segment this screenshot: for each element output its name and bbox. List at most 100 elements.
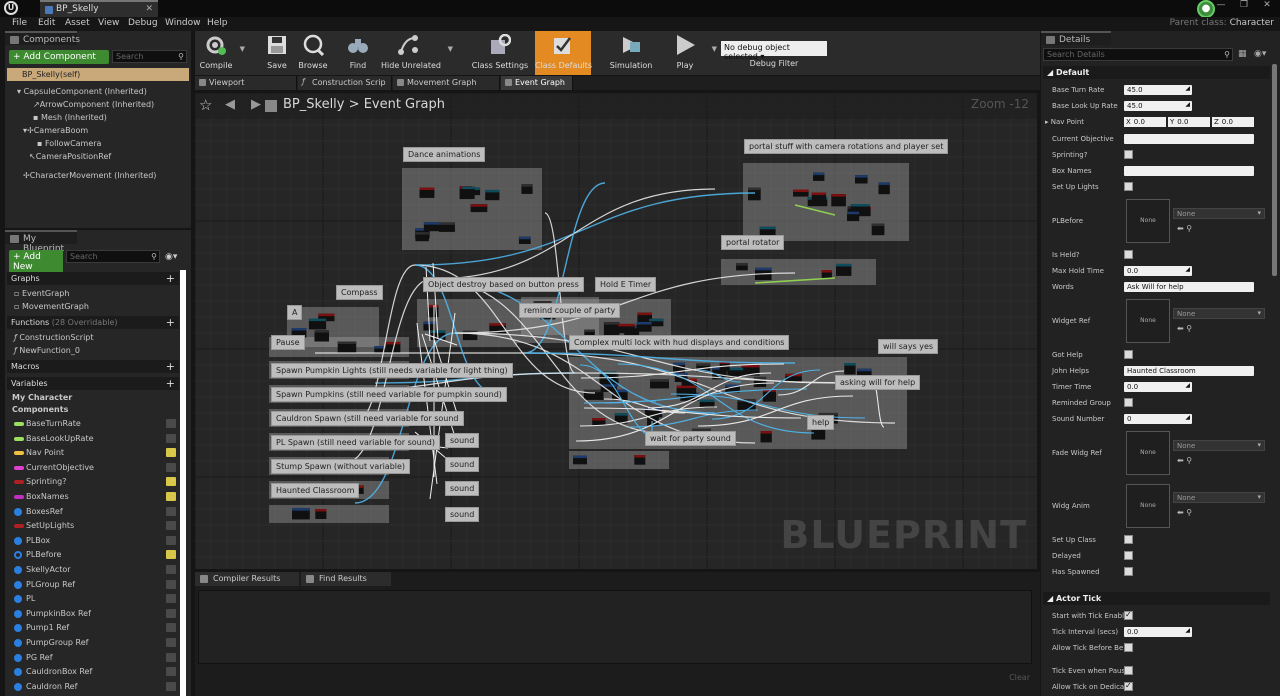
- section-macros[interactable]: Macros+: [7, 360, 179, 373]
- menu-window[interactable]: Window: [165, 18, 201, 28]
- components-search-input[interactable]: Search⚲: [112, 50, 187, 63]
- john-helps-input[interactable]: Haunted Classroom: [1124, 366, 1254, 376]
- visibility-eye-icon[interactable]: [166, 433, 176, 443]
- visibility-eye-icon[interactable]: [166, 462, 176, 472]
- blueprint-scrollbar[interactable]: [180, 270, 186, 696]
- visibility-eye-icon[interactable]: [166, 506, 176, 516]
- add-new-button[interactable]: + Add New: [9, 250, 63, 274]
- visibility-eye-icon[interactable]: [166, 667, 176, 677]
- tab-viewport[interactable]: Viewport: [195, 76, 297, 90]
- comment-label[interactable]: sound: [445, 457, 480, 472]
- section-default[interactable]: ◢ Default: [1043, 66, 1270, 79]
- details-search-input[interactable]: Search Details⚲: [1043, 48, 1233, 61]
- menu-asset[interactable]: Asset: [65, 18, 90, 28]
- is-held-checkbox[interactable]: [1124, 250, 1133, 259]
- comment-label[interactable]: Cauldron Spawn (still need variable for …: [271, 411, 464, 426]
- blueprint-search-input[interactable]: Search⚲: [66, 250, 160, 263]
- reminded-group-checkbox[interactable]: [1124, 398, 1133, 407]
- comment-label[interactable]: Stump Spawn (without variable): [271, 459, 411, 474]
- variable-item[interactable]: PumpGroup Ref: [14, 637, 178, 650]
- save-button[interactable]: Save: [261, 31, 293, 75]
- section-variables[interactable]: Variables+: [7, 377, 179, 390]
- clear-button[interactable]: Clear: [1009, 673, 1030, 682]
- variable-item[interactable]: CurrentObjective: [14, 462, 178, 475]
- visibility-eye-icon[interactable]: [166, 419, 176, 428]
- variable-item[interactable]: CauldronBox Ref: [14, 666, 178, 679]
- category-components[interactable]: Components: [12, 404, 176, 417]
- view-options-icon[interactable]: ◉▾: [1254, 49, 1267, 59]
- comment-label[interactable]: Object destroy based on button press: [423, 277, 584, 292]
- comment-label[interactable]: will says yes: [878, 339, 939, 354]
- set-up-lights-checkbox[interactable]: [1124, 182, 1133, 191]
- visibility-eye-icon[interactable]: [166, 594, 176, 604]
- add-graph-icon[interactable]: +: [165, 272, 175, 285]
- sprinting-checkbox[interactable]: [1124, 150, 1133, 159]
- menu-file[interactable]: File: [12, 18, 28, 28]
- component-charactermovement[interactable]: ✢CharacterMovement (Inherited): [23, 171, 157, 180]
- comment-label[interactable]: Compass: [336, 285, 383, 300]
- tab-event-graph[interactable]: Event Graph: [501, 76, 573, 90]
- simulation-button[interactable]: Simulation: [609, 31, 653, 75]
- component-followcamera[interactable]: ▪ FollowCamera: [37, 139, 102, 148]
- tick-interval-input[interactable]: 0.0◢: [1124, 627, 1192, 637]
- component-arrow[interactable]: ↗ArrowComponent (Inherited): [33, 100, 155, 109]
- base-lookup-rate-input[interactable]: 45.0◢: [1124, 101, 1192, 111]
- menu-debug[interactable]: Debug: [128, 18, 158, 28]
- comment-label[interactable]: help: [807, 415, 835, 430]
- menu-view[interactable]: View: [98, 18, 120, 28]
- variable-item[interactable]: SetUpLights: [14, 520, 178, 533]
- tick-even-paused-checkbox[interactable]: [1124, 666, 1133, 675]
- comment-label[interactable]: Spawn Pumpkin Lights (still needs variab…: [271, 363, 513, 378]
- variable-item[interactable]: BaseLookUpRate: [14, 433, 178, 446]
- visibility-eye-icon[interactable]: [166, 477, 176, 487]
- play-button[interactable]: Play▼: [667, 31, 717, 75]
- close-tab-icon[interactable]: ✕: [145, 4, 153, 14]
- comment-label[interactable]: PL Spawn (still need variable for sound): [271, 435, 440, 450]
- component-camerapositionref[interactable]: ↖CameraPositionRef: [29, 152, 112, 161]
- sound-number-input[interactable]: 0◢: [1124, 414, 1192, 424]
- variable-item[interactable]: BoxNames: [14, 491, 178, 504]
- widg-anim-thumbnail[interactable]: None: [1126, 484, 1170, 528]
- has-spawned-checkbox[interactable]: [1124, 567, 1133, 576]
- box-names-input[interactable]: [1124, 166, 1254, 176]
- comment-label[interactable]: sound: [445, 433, 480, 448]
- comment-label[interactable]: portal stuff with camera rotations and p…: [744, 139, 949, 154]
- got-help-checkbox[interactable]: [1124, 350, 1133, 359]
- visibility-eye-icon[interactable]: [166, 681, 176, 691]
- tab-compiler-results[interactable]: Compiler Results: [195, 572, 299, 586]
- use-selected-arrow-icon[interactable]: ⬅ ⚲: [1177, 324, 1193, 333]
- comment-label[interactable]: Spawn Pumpkins (still need variable for …: [271, 387, 507, 402]
- variable-item[interactable]: Sprinting?: [14, 476, 178, 489]
- variable-item[interactable]: PLGroup Ref: [14, 579, 178, 592]
- visibility-eye-icon[interactable]: [166, 623, 176, 633]
- comment-label[interactable]: portal rotator: [721, 235, 785, 250]
- words-input[interactable]: Ask Will for help: [1124, 282, 1254, 292]
- section-actor-tick[interactable]: ◢ Actor Tick: [1043, 592, 1270, 605]
- current-objective-input[interactable]: [1124, 134, 1254, 144]
- function-construction[interactable]: ƒ ConstructionScript: [12, 332, 176, 345]
- comment-label[interactable]: asking will for help: [835, 375, 921, 390]
- comment-label[interactable]: Pause: [271, 335, 305, 350]
- components-tab[interactable]: Components: [5, 31, 80, 45]
- component-mesh[interactable]: ▪ Mesh (Inherited): [33, 113, 107, 122]
- visibility-eye-icon[interactable]: [166, 638, 176, 647]
- variable-item[interactable]: Nav Point: [14, 447, 178, 460]
- debug-object-select[interactable]: No debug object selected ▾: [721, 41, 827, 61]
- variable-item[interactable]: PLBox: [14, 535, 178, 548]
- use-selected-arrow-icon[interactable]: ⬅ ⚲: [1177, 508, 1193, 517]
- comment-label[interactable]: sound: [445, 481, 480, 496]
- variable-item[interactable]: BoxesRef: [14, 506, 178, 519]
- variable-item[interactable]: PG Ref: [14, 652, 178, 665]
- comment-label[interactable]: sound: [445, 507, 480, 522]
- add-function-icon[interactable]: +: [165, 316, 175, 329]
- close-button[interactable]: ✕: [1263, 0, 1271, 10]
- section-functions[interactable]: Functions (28 Overridable)+: [7, 316, 179, 329]
- visibility-eye-icon[interactable]: [166, 492, 176, 501]
- start-tick-checkbox[interactable]: [1124, 610, 1133, 620]
- visibility-eye-icon[interactable]: [166, 579, 176, 589]
- self-row[interactable]: [7, 68, 189, 81]
